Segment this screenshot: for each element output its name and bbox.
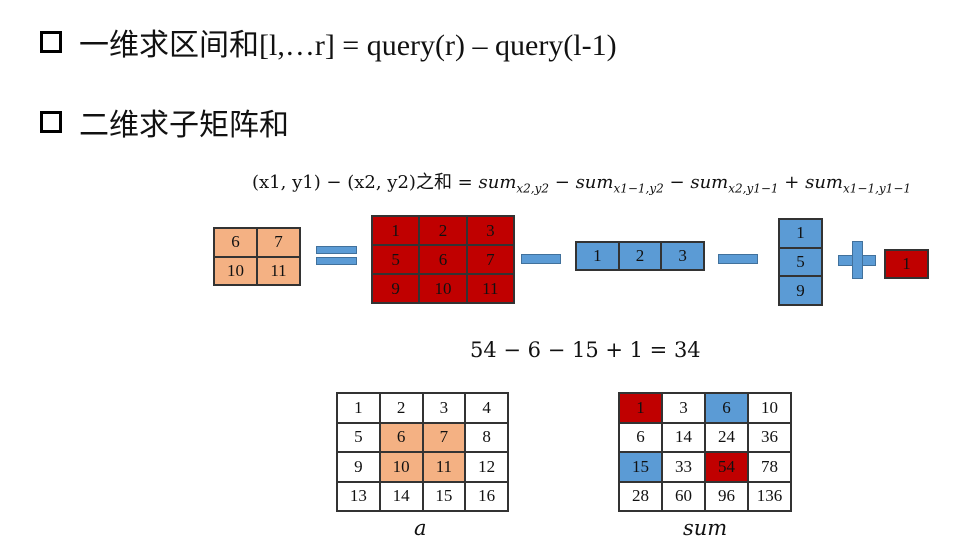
grid-cell: 10 bbox=[748, 393, 791, 423]
minus-sign-icon bbox=[718, 254, 758, 264]
grid-cell: 5 bbox=[779, 247, 822, 277]
grid-cell: 5 bbox=[337, 422, 380, 452]
grid-cell: 14 bbox=[662, 422, 705, 452]
grid-cell: 3 bbox=[661, 242, 704, 270]
formula-term: sum bbox=[690, 172, 729, 193]
grid-cell: 6 bbox=[214, 228, 257, 257]
grid-cell: 6 bbox=[619, 422, 662, 452]
formula-subscript: x1−1,y2 bbox=[613, 181, 664, 196]
grid-cell: 6 bbox=[419, 245, 467, 274]
corner-block: 1 bbox=[884, 249, 929, 279]
grid-cell: 11 bbox=[257, 256, 300, 285]
square-bullet-icon bbox=[40, 111, 62, 133]
grid-cell: 36 bbox=[748, 422, 791, 452]
formula-term: sum bbox=[575, 172, 614, 193]
grid-cell: 10 bbox=[379, 452, 423, 482]
grid-cell: 7 bbox=[257, 228, 300, 257]
grid-cell: 16 bbox=[465, 481, 508, 511]
plus-sign-icon-v bbox=[852, 241, 863, 279]
array-a-label: a bbox=[414, 516, 427, 540]
grid-cell: 6 bbox=[705, 393, 748, 423]
bullet-text: 一维求区间和[l,…r] = query(r) – query(l-1) bbox=[79, 29, 617, 62]
minus-sign-icon bbox=[521, 254, 561, 264]
grid-cell: 9 bbox=[337, 452, 380, 482]
grid-cell: 1 bbox=[619, 393, 662, 423]
grid-cell: 96 bbox=[705, 481, 748, 511]
grid-cell: 28 bbox=[619, 481, 662, 511]
grid-cell: 136 bbox=[748, 481, 791, 511]
equals-sign-icon bbox=[316, 246, 357, 254]
grid-cell: 1 bbox=[576, 242, 619, 270]
submatrix-sum-formula: (x1, y1) − (x2, y2)之和 = sumx2,y2 − sumx1… bbox=[252, 168, 911, 196]
grid-cell: 7 bbox=[422, 422, 466, 452]
grid-cell: 10 bbox=[419, 274, 467, 303]
bullet-1d-range-sum: 一维求区间和[l,…r] = query(r) – query(l-1) bbox=[40, 20, 617, 64]
grid-cell: 10 bbox=[214, 256, 257, 285]
formula-term: sum bbox=[805, 172, 843, 193]
grid-cell: 54 bbox=[705, 452, 748, 482]
grid-cell: 3 bbox=[422, 393, 466, 423]
numeric-equation: 54 − 6 − 15 + 1 = 34 bbox=[470, 338, 701, 362]
grid-cell: 15 bbox=[422, 481, 466, 511]
grid-cell: 3 bbox=[466, 216, 514, 245]
formula-subscript: x2,y1−1 bbox=[728, 181, 779, 196]
grid-cell: 11 bbox=[422, 452, 466, 482]
grid-cell: 15 bbox=[619, 452, 662, 482]
grid-cell: 1 bbox=[337, 393, 380, 423]
formula-subscript: x1−1,y1−1 bbox=[843, 181, 912, 196]
grid-cell: 5 bbox=[372, 245, 420, 274]
grid-cell: 6 bbox=[379, 422, 423, 452]
grid-cell: 1 bbox=[885, 250, 928, 278]
grid-cell: 7 bbox=[466, 245, 514, 274]
grid-cell: 1 bbox=[372, 216, 420, 245]
bullet-2d-submatrix-sum: 二维求子矩阵和 bbox=[40, 100, 289, 144]
grid-cell: 1 bbox=[779, 219, 822, 248]
grid-cell: 12 bbox=[465, 452, 508, 482]
formula-operator: − bbox=[663, 172, 691, 193]
bullet-text: 二维求子矩阵和 bbox=[79, 109, 289, 142]
formula-lhs: (x1, y1) − (x2, y2)之和 = bbox=[252, 172, 479, 193]
grid-cell: 14 bbox=[379, 481, 423, 511]
formula-operator: + bbox=[778, 172, 806, 193]
grid-cell: 24 bbox=[705, 422, 748, 452]
grid-cell: 11 bbox=[466, 274, 514, 303]
equals-sign-icon-lower bbox=[316, 257, 357, 265]
grid-cell: 2 bbox=[379, 393, 423, 423]
grid-cell: 9 bbox=[779, 276, 822, 305]
grid-cell: 60 bbox=[662, 481, 705, 511]
grid-cell: 2 bbox=[419, 216, 467, 245]
grid-cell: 3 bbox=[662, 393, 705, 423]
square-bullet-icon bbox=[40, 31, 62, 53]
grid-cell: 78 bbox=[748, 452, 791, 482]
formula-term: sum bbox=[478, 172, 517, 193]
grid-cell: 13 bbox=[337, 481, 380, 511]
grid-cell: 33 bbox=[662, 452, 705, 482]
grid-cell: 4 bbox=[465, 393, 508, 423]
grid-cell: 2 bbox=[618, 242, 662, 270]
grid-cell: 8 bbox=[465, 422, 508, 452]
formula-operator: − bbox=[549, 172, 576, 193]
formula-subscript: x2,y2 bbox=[516, 181, 550, 196]
grid-cell: 9 bbox=[372, 274, 420, 303]
prefix-sum-label: sum bbox=[683, 516, 728, 540]
